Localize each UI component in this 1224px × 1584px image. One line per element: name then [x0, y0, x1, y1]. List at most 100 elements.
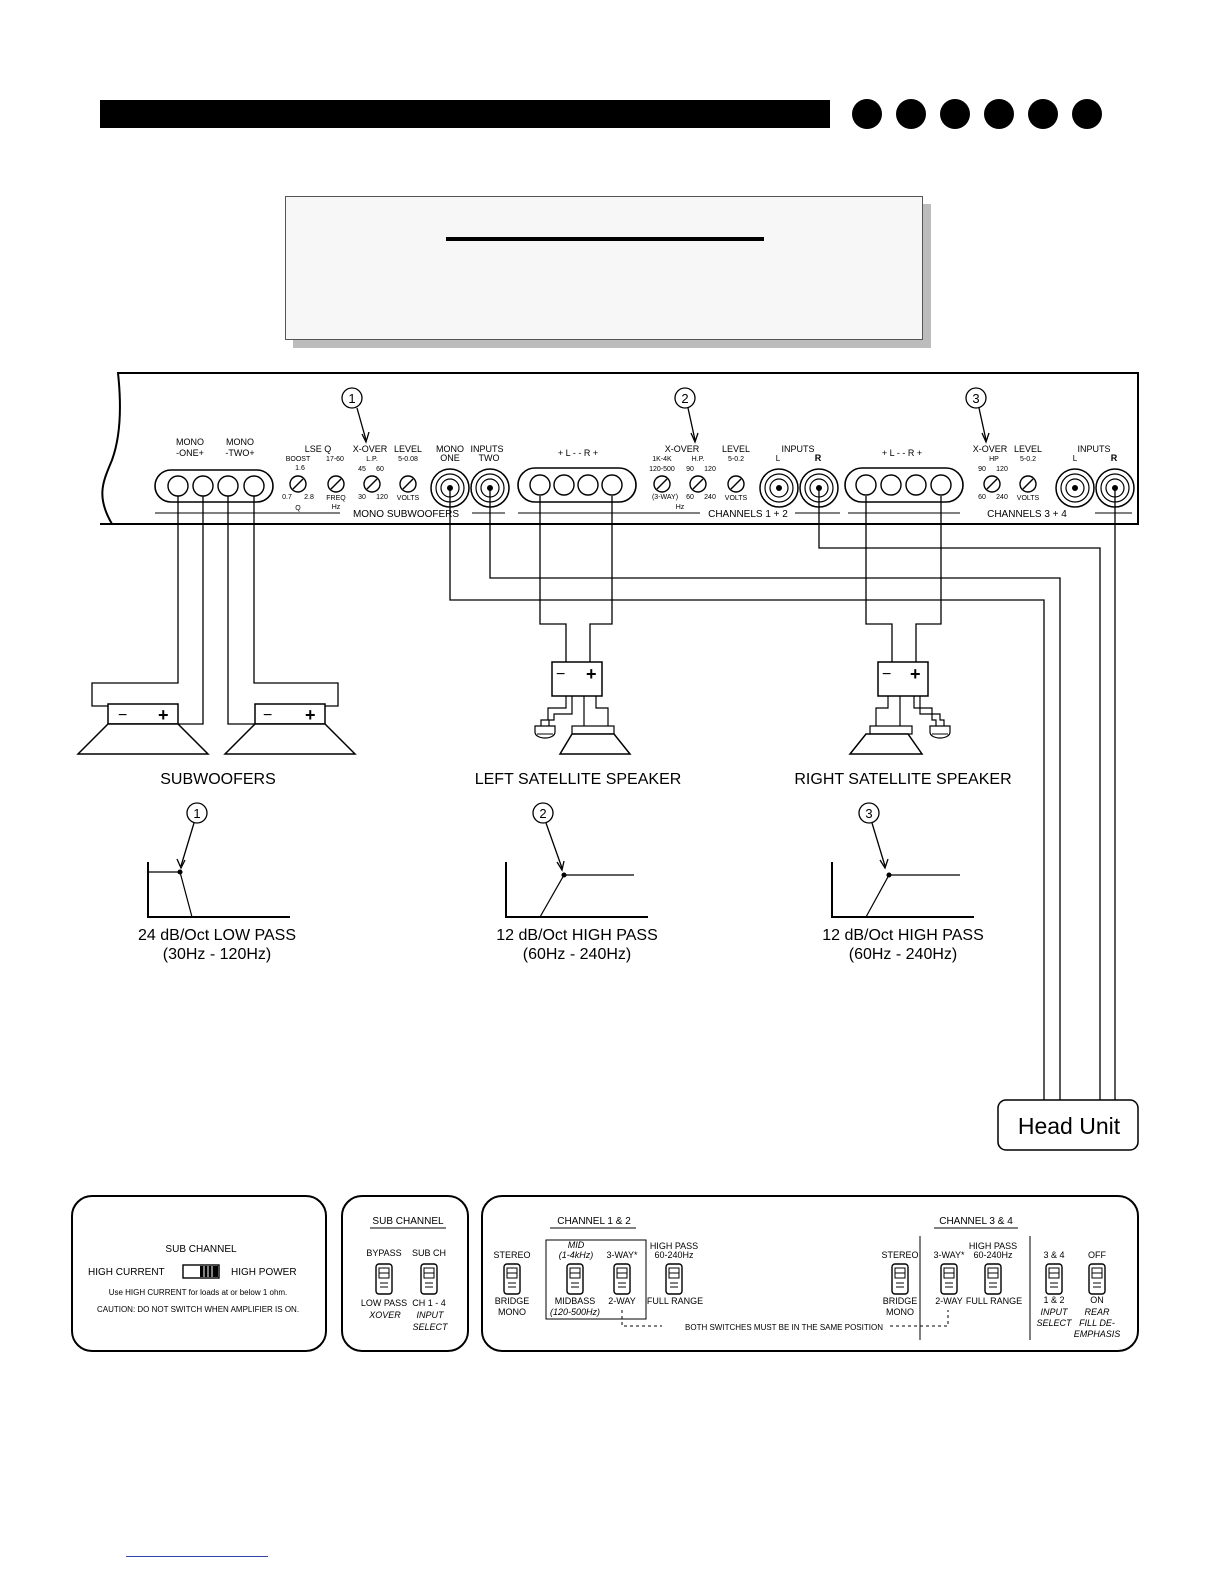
- svg-text:1K-4K: 1K-4K: [652, 456, 672, 463]
- ch34-highpass-fullrange-switch[interactable]: [984, 1263, 1002, 1295]
- channels-1-2-label: CHANNELS 1 + 2: [708, 509, 788, 520]
- freq-knob[interactable]: [327, 475, 345, 493]
- ch34-input-select-switch[interactable]: [1045, 1263, 1063, 1295]
- svg-text:SUB CHANNEL: SUB CHANNEL: [372, 1216, 444, 1227]
- panel-marker-2: 2: [674, 387, 699, 444]
- svg-text:MONO: MONO: [436, 444, 464, 454]
- header-dot: [896, 99, 926, 129]
- wiring: [91, 488, 1116, 1100]
- rear-fill-deemphasis-switch[interactable]: [1088, 1263, 1106, 1295]
- sub-level-knob[interactable]: [399, 475, 417, 493]
- svg-text:+: +: [586, 664, 597, 684]
- sub-xover-bypass-switch[interactable]: [375, 1263, 393, 1295]
- svg-text:TWO: TWO: [479, 453, 500, 463]
- svg-text:BOTH SWITCHES MUST BE IN THE S: BOTH SWITCHES MUST BE IN THE SAME POSITI…: [685, 1323, 883, 1332]
- ch34-input-l-jack[interactable]: [1055, 468, 1095, 508]
- svg-text:60: 60: [978, 494, 986, 501]
- ch34-stereo-bridge-switch[interactable]: [891, 1263, 909, 1295]
- svg-text:FULL RANGE: FULL RANGE: [966, 1296, 1022, 1306]
- ch12-highpass-fullrange-switch[interactable]: [665, 1263, 683, 1295]
- svg-text:FULL RANGE: FULL RANGE: [647, 1296, 703, 1306]
- svg-text:1.6: 1.6: [295, 465, 305, 472]
- right-satellite-label: RIGHT SATELLITE SPEAKER: [794, 771, 1011, 788]
- ch34-controls: X-OVER HP 90 120 60 240 LEVEL 5-0.2 VOLT…: [973, 444, 1118, 502]
- svg-text:XOVER: XOVER: [368, 1310, 401, 1320]
- svg-text:HIGH PASS: HIGH PASS: [650, 1241, 698, 1251]
- svg-text:12 dB/Oct HIGH PASS: 12 dB/Oct HIGH PASS: [496, 927, 658, 944]
- sub-xover-knob[interactable]: [363, 475, 381, 493]
- svg-text:STEREO: STEREO: [881, 1250, 918, 1260]
- svg-text:17-60: 17-60: [326, 456, 344, 463]
- svg-text:X-OVER: X-OVER: [973, 444, 1008, 454]
- svg-text:SUB CH: SUB CH: [412, 1248, 446, 1258]
- svg-text:LEVEL: LEVEL: [394, 444, 422, 454]
- ch12-mid-midbass-switch[interactable]: [566, 1263, 584, 1295]
- svg-text:5-0.2: 5-0.2: [1020, 456, 1036, 463]
- ch34-3way-2way-switch[interactable]: [940, 1263, 958, 1295]
- ch34-hp-xover-knob[interactable]: [983, 475, 1001, 493]
- svg-text:3-WAY*: 3-WAY*: [933, 1250, 965, 1260]
- svg-text:240: 240: [704, 494, 716, 501]
- curve-high-pass-right: 3 12 dB/Oct HIGH PASS (60Hz - 240Hz): [822, 802, 984, 963]
- svg-text:MIDBASS: MIDBASS: [555, 1296, 596, 1306]
- ch34-level-knob[interactable]: [1019, 475, 1037, 493]
- svg-text:5-0.08: 5-0.08: [398, 456, 418, 463]
- ch12-mid-xover-knob[interactable]: [653, 475, 671, 493]
- svg-text:2.8: 2.8: [304, 494, 314, 501]
- svg-text:VOLTS: VOLTS: [1017, 495, 1040, 502]
- svg-text:LEVEL: LEVEL: [722, 444, 750, 454]
- svg-text:CHANNEL 3 & 4: CHANNEL 3 & 4: [939, 1216, 1013, 1227]
- subwoofers-label: SUBWOOFERS: [160, 771, 276, 788]
- svg-text:120: 120: [704, 466, 716, 473]
- svg-text:FILL DE-: FILL DE-: [1079, 1318, 1115, 1328]
- svg-text:EMPHASIS: EMPHASIS: [1074, 1329, 1121, 1339]
- svg-text:OFF: OFF: [1088, 1250, 1106, 1260]
- title-box: [285, 196, 923, 340]
- channel-switch-panel: CHANNEL 1 & 2 CHANNEL 3 & 4 STEREO BRIDG…: [481, 1195, 1139, 1352]
- ch12-input-l-jack[interactable]: [759, 468, 799, 508]
- svg-text:R: R: [815, 453, 822, 463]
- ch12-level-knob[interactable]: [727, 475, 745, 493]
- svg-text:BRIDGE: BRIDGE: [883, 1296, 918, 1306]
- svg-text:−: −: [118, 707, 127, 724]
- svg-text:ON: ON: [1090, 1295, 1104, 1305]
- svg-text:1 & 2: 1 & 2: [1043, 1295, 1064, 1305]
- svg-text:Q: Q: [295, 505, 301, 512]
- header-dot: [940, 99, 970, 129]
- header-dot: [852, 99, 882, 129]
- ch12-3way-2way-switch[interactable]: [613, 1263, 631, 1295]
- svg-text:INPUTS: INPUTS: [1077, 444, 1110, 454]
- svg-text:(30Hz - 120Hz): (30Hz - 120Hz): [163, 946, 271, 963]
- ch12-stereo-bridge-switch[interactable]: [503, 1263, 521, 1295]
- ch12-hp-xover-knob[interactable]: [689, 475, 707, 493]
- svg-text:SELECT: SELECT: [412, 1322, 449, 1332]
- sub-speaker-terminals: [154, 469, 274, 503]
- svg-text:HIGH CURRENT: HIGH CURRENT: [88, 1267, 165, 1278]
- sub-controls: LSE Q BOOST 1.6 0.7 2.8 Q 17-60 FREQ Hz …: [282, 444, 422, 512]
- svg-text:(1-4kHz): (1-4kHz): [559, 1250, 594, 1260]
- svg-text:SUB CHANNEL: SUB CHANNEL: [165, 1244, 237, 1255]
- sub-terminal-labels: MONO -ONE+ MONO -TWO+: [176, 437, 255, 458]
- ch34-speaker-terminals: [844, 467, 964, 503]
- svg-text:3: 3: [865, 806, 872, 821]
- svg-text:VOLTS: VOLTS: [725, 495, 748, 502]
- svg-text:Hz: Hz: [676, 504, 685, 511]
- sub-input-select-switch[interactable]: [420, 1263, 438, 1295]
- svg-text:SELECT: SELECT: [1036, 1318, 1073, 1328]
- svg-text:2: 2: [681, 391, 688, 406]
- high-current-power-switch[interactable]: [182, 1264, 220, 1279]
- svg-text:(3-WAY): (3-WAY): [652, 494, 678, 501]
- svg-text:60: 60: [686, 494, 694, 501]
- svg-text:90: 90: [978, 466, 986, 473]
- footer-link-underline: [126, 1556, 268, 1557]
- svg-text:-TWO+: -TWO+: [225, 448, 254, 458]
- boost-knob[interactable]: [289, 475, 307, 493]
- panel-marker-3: 3: [965, 387, 990, 444]
- curve-high-pass-left: 2 12 dB/Oct HIGH PASS (60Hz - 240Hz): [496, 802, 658, 963]
- svg-text:12 dB/Oct HIGH PASS: 12 dB/Oct HIGH PASS: [822, 927, 984, 944]
- svg-text:LEVEL: LEVEL: [1014, 444, 1042, 454]
- svg-text:Head Unit: Head Unit: [1018, 1113, 1121, 1139]
- svg-text:LOW PASS: LOW PASS: [361, 1298, 407, 1308]
- svg-text:R: R: [1111, 453, 1118, 463]
- svg-text:INPUTS: INPUTS: [470, 444, 503, 454]
